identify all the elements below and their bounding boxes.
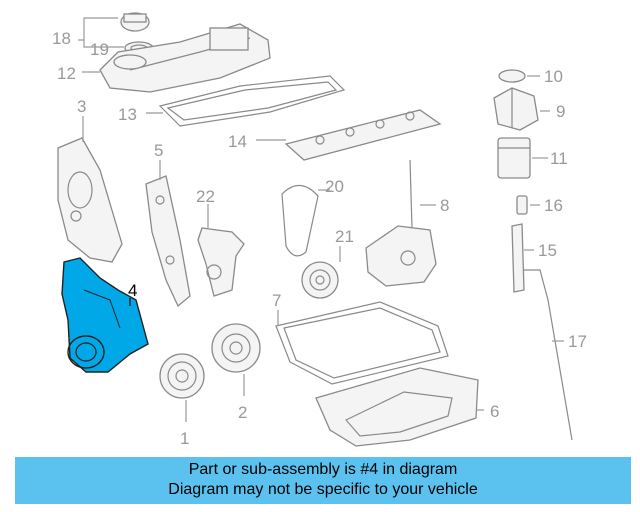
- callout-22: 22: [196, 187, 215, 206]
- callout-4: 4: [128, 281, 137, 300]
- callout-10: 10: [544, 67, 563, 86]
- callout-11: 11: [550, 149, 568, 168]
- callout-13: 13: [118, 105, 137, 124]
- callout-17: 17: [568, 332, 587, 351]
- callout-7: 7: [272, 291, 281, 310]
- valve-cover[interactable]: [99, 23, 271, 93]
- oil-filler-cap[interactable]: [120, 12, 150, 32]
- callout-3: 3: [77, 97, 86, 116]
- callout-6: 6: [490, 402, 499, 421]
- callout-20: 20: [325, 177, 344, 196]
- idler-pulley[interactable]: [301, 261, 339, 299]
- callout-19: 19: [90, 40, 109, 59]
- callout-5: 5: [154, 141, 163, 160]
- callout-2: 2: [238, 403, 247, 422]
- timing-cover[interactable]: [57, 137, 123, 263]
- valve-cover-gasket[interactable]: [158, 75, 346, 127]
- caption-line-2: Diagram may not be specific to your vehi…: [168, 481, 478, 498]
- dipstick[interactable]: [524, 269, 573, 441]
- intake-gasket[interactable]: [284, 109, 442, 161]
- callout-1: 1: [180, 429, 189, 448]
- oil-filter[interactable]: [497, 137, 531, 179]
- drain-plug[interactable]: [516, 195, 528, 215]
- tensioner[interactable]: [197, 227, 245, 297]
- parts-diagram: 18 19 12 13 14 3 5 22 20 21 8 7 6 1 2 4 …: [52, 12, 587, 448]
- callout-12: 12: [57, 64, 76, 83]
- oil-filter-housing[interactable]: [493, 87, 539, 131]
- callout-15: 15: [538, 241, 557, 260]
- callout-21: 21: [335, 227, 354, 246]
- callout-8: 8: [440, 196, 449, 215]
- timing-sprocket[interactable]: [211, 323, 261, 373]
- timing-belt[interactable]: [281, 184, 319, 257]
- callout-9: 9: [556, 102, 565, 121]
- caption-line-1: Part or sub-assembly is #4 in diagram: [188, 461, 458, 478]
- callout-14: 14: [228, 132, 247, 151]
- callout-18: 18: [52, 29, 71, 48]
- highlighted-part-4[interactable]: [61, 257, 149, 373]
- crankshaft-pulley[interactable]: [159, 353, 205, 399]
- oil-pump[interactable]: [365, 159, 437, 287]
- bracket[interactable]: [145, 175, 191, 308]
- oil-pan-gasket[interactable]: [275, 301, 449, 385]
- dipstick-tube[interactable]: [511, 223, 525, 293]
- caption-banner: Part or sub-assembly is #4 in diagram Di…: [15, 457, 631, 504]
- seal-ring[interactable]: [498, 69, 526, 83]
- oil-pan[interactable]: [315, 367, 479, 447]
- callout-16: 16: [544, 196, 563, 215]
